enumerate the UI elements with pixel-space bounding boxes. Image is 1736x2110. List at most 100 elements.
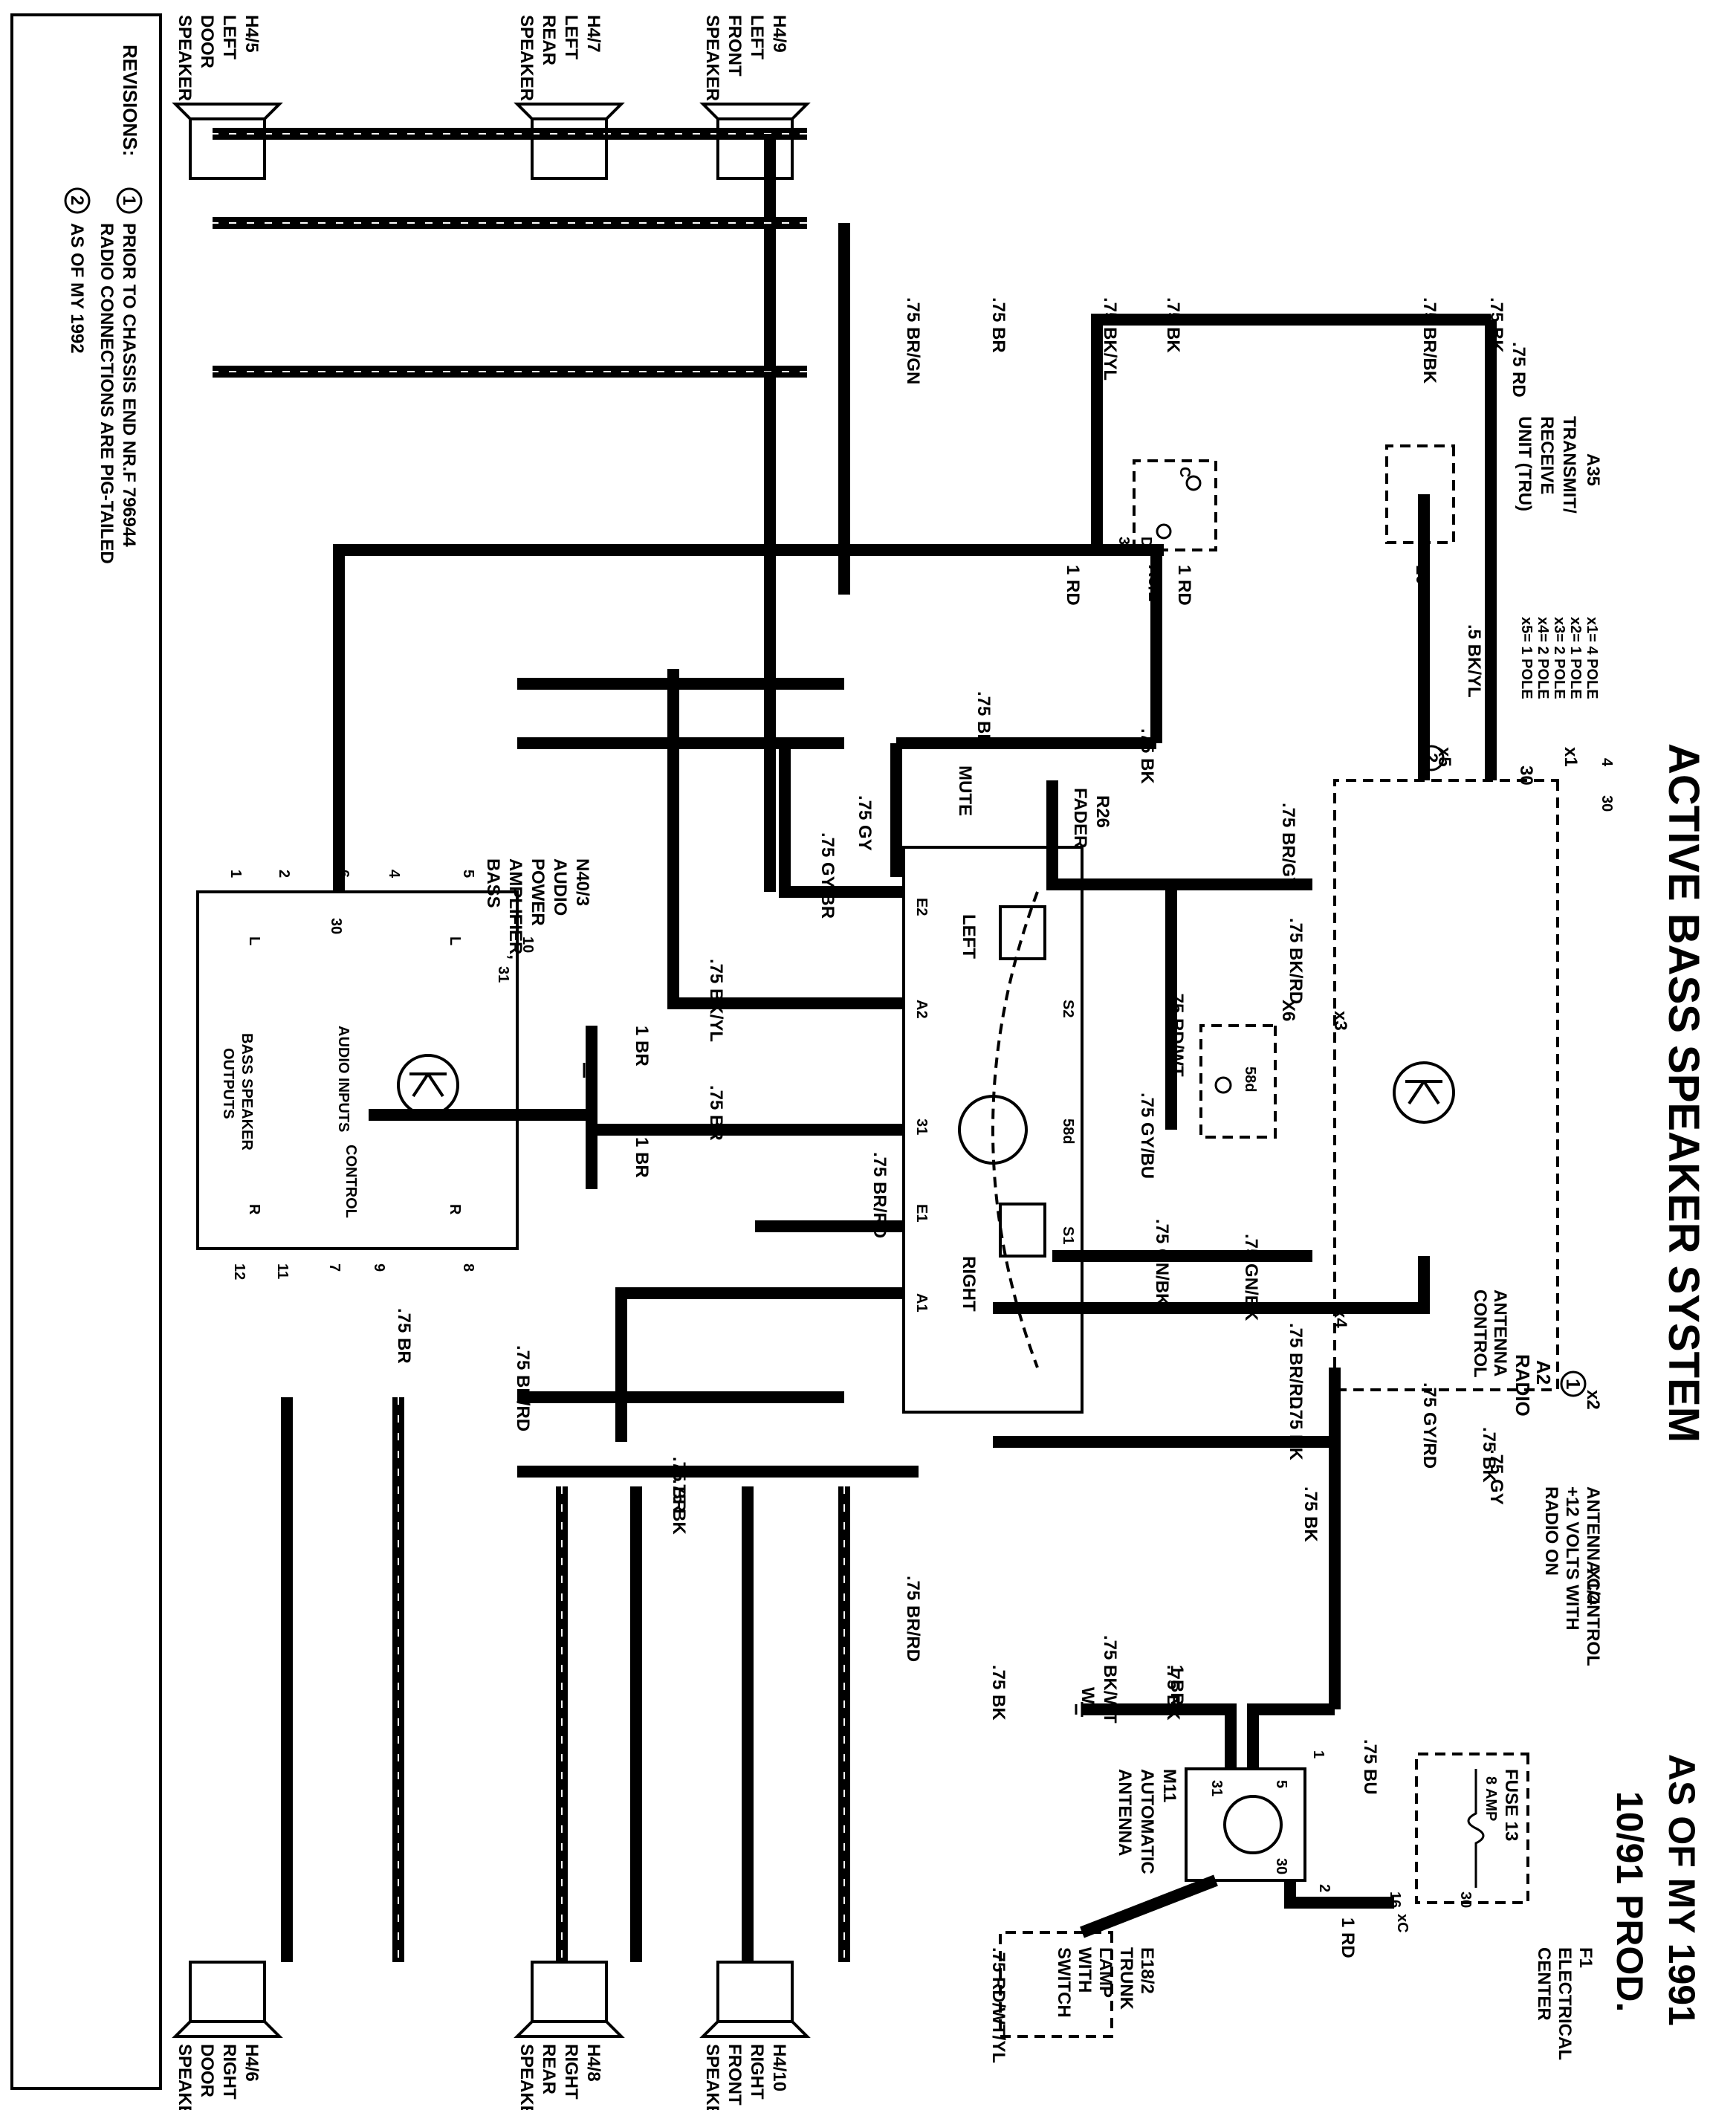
wire-labels: .75 RD 1 RD 1 RD .5 BK/YL .75 BK .75 BR … <box>394 297 1529 2063</box>
pin-x1-4: 4 <box>1599 758 1615 767</box>
fuse-label-name: FUSE 13 <box>1501 1769 1521 1841</box>
wl-left-minus: .75 BK <box>1137 728 1157 784</box>
fader-pin-e2: E2 <box>913 898 930 916</box>
spk-rr-l3: SPEAKER <box>516 2044 537 2110</box>
amp-line-3: AMPLIFIER, <box>505 858 525 959</box>
spk-lf-l3: SPEAKER <box>702 15 722 101</box>
fuse-amp: 8 AMP <box>1483 1776 1499 1821</box>
fader-pin-e1: E1 <box>913 1204 930 1222</box>
legend-x2: x2= 1 POLE <box>1567 617 1584 699</box>
spk-rd-l1: RIGHT <box>219 2044 239 2100</box>
wl-br-rd-amp: .75 BR/RD <box>513 1345 533 1431</box>
revisions-box <box>10 13 162 2090</box>
antenna-note-1: ANTENNA CONTROL <box>1583 1486 1603 1666</box>
amp-pin-9: 9 <box>371 1263 387 1272</box>
fuse-box <box>1415 1753 1529 1904</box>
radio-control-label: CONTROL <box>1470 1289 1490 1378</box>
fader-pin-s2: S2 <box>1060 1000 1076 1017</box>
legend-x4: x4= 2 POLE <box>1535 617 1551 699</box>
date-line-1: AS OF MY 1991 <box>1661 1754 1703 2026</box>
conn-x3: x3 <box>1330 1011 1350 1031</box>
x6-box <box>1199 1024 1277 1139</box>
fader-pin-31: 31 <box>913 1119 930 1135</box>
spk-rr-l2: REAR <box>539 2044 559 2094</box>
wl-bu: .75 BU <box>1360 1739 1380 1795</box>
wire-right-minus <box>993 1256 1430 1314</box>
wl-gnd-br-c: .75 BR <box>706 1085 726 1141</box>
wl-rd-plus: .75 GY/RD <box>1419 1382 1439 1469</box>
antenna-pin-5: 5 <box>1273 1780 1289 1788</box>
revision-2-text: AS OF MY 1992 <box>67 223 87 354</box>
wire-antenna-30 <box>1284 1880 1394 1909</box>
speaker-right-rear: H4/8 RIGHT REAR SPEAKER <box>514 1961 625 2110</box>
wl-lf-minus: .75 BR <box>988 297 1008 353</box>
wl-bk-yl: .75 BK/YL <box>706 959 726 1042</box>
amp-transistor-symbol <box>409 1072 447 1098</box>
wl-rr-minus: .75 BK <box>1163 1665 1183 1721</box>
trunk-lamp-label: E18/2 TRUNK LAMP WITH SWITCH <box>1054 1947 1157 2018</box>
wl-1-rd-b: 1 RD <box>1063 565 1083 606</box>
wl-lr-plus: .75 BK/YL <box>1100 297 1120 381</box>
fader-label: R26 FADER <box>1070 788 1112 848</box>
x51-box <box>1133 459 1217 551</box>
wl-1-rd-a: 1 RD <box>1174 565 1194 606</box>
wl-tru-mute: .5 BK/YL <box>1464 624 1484 698</box>
wl-rd-minus: .75 GY <box>1486 1449 1506 1505</box>
wire-1-br-gnd <box>369 1026 597 1189</box>
diagram-title: ACTIVE BASS SPEAKER SYSTEM <box>1659 743 1708 1443</box>
revision-1-text-2: RADIO CONNECTIONS ARE PIG-TAILED <box>97 223 117 564</box>
connector-legend: x1= 4 POLE x2= 1 POLE x3= 2 POLE x4= 2 P… <box>1518 617 1600 699</box>
wl-br-amp: .75 BR <box>394 1308 414 1364</box>
spk-rf-l2: FRONT <box>725 2044 745 2106</box>
antenna-note-3: RADIO ON <box>1541 1486 1561 1576</box>
revision-2-marker: 2 <box>67 195 87 205</box>
radio-mute-label: MUTE <box>955 766 975 816</box>
wl-br-rd-fader: .75 BR/RD <box>869 1152 890 1238</box>
spk-lf-l1: LEFT <box>747 15 767 59</box>
radio-transistor-icon <box>1393 1061 1455 1124</box>
date-line-2: 10/91 PROD. <box>1609 1791 1651 2012</box>
rotated-diagram: ACTIVE BASS SPEAKER SYSTEM AS OF MY 1991… <box>10 13 1708 2110</box>
wl-w6-br: 1 BR <box>1167 1665 1187 1706</box>
antenna-pin-2: 2 <box>1316 1884 1332 1892</box>
spk-lr-l2: REAR <box>539 15 559 65</box>
fuse-connector: xC <box>1394 1914 1410 1933</box>
tru-label: A35 TRANSMIT/ RECEIVE UNIT (TRU) 10 <box>1412 416 1603 585</box>
wl-75-rd: .75 RD <box>1509 342 1529 398</box>
fuse-label: FUSE 13 8 AMP F1 ELECTRICAL CENTER 30 16… <box>1387 1769 1596 2060</box>
speaker-left-front: H4/9 LEFT FRONT SPEAKER <box>699 15 811 180</box>
conn-x1: x1 <box>1561 747 1581 767</box>
wl-gn-bk-a: .75 GN/BK <box>1152 1219 1172 1307</box>
amplifier-label: N40/3 AUDIO POWER AMPLIFIER, BASS AUDIO … <box>220 858 592 1218</box>
spk-lf-id: H4/9 <box>769 15 789 53</box>
wire-left-minus <box>890 550 1162 877</box>
radio-right-label: RIGHT <box>959 1256 979 1312</box>
amp-line-4: BASS <box>483 858 503 908</box>
amp-pin-4: 4 <box>386 870 402 878</box>
conn-x14: X1/4 <box>1583 1568 1603 1605</box>
wl-ld-minus: .75 BK <box>1486 297 1506 353</box>
wl-rd-wt: .75 RD/WT <box>1167 988 1187 1077</box>
radio-id: A2 <box>1532 1360 1555 1385</box>
antenna-pin-1: 1 <box>1310 1750 1327 1758</box>
speaker-left-rear: H4/7 LEFT REAR SPEAKER <box>514 15 625 180</box>
trunk-line-3: WITH <box>1075 1947 1095 1993</box>
wl-ant-bk2: .75 BK <box>1479 1427 1499 1483</box>
antenna-motor-icon <box>1223 1795 1283 1854</box>
wl-trunk: .75 RD/WT/YL <box>988 1947 1008 2063</box>
fader-name: FADER <box>1070 788 1090 848</box>
fuse-line-1: ELECTRICAL <box>1555 1947 1575 2060</box>
amp-id: N40/3 <box>572 858 592 906</box>
revision-1-text: PRIOR TO CHASSIS END NR.F 796944 <box>119 223 139 547</box>
wl-gnd-br-b: 1 BR <box>632 1137 652 1178</box>
amp-control-label: CONTROL <box>343 1145 359 1218</box>
antenna-pin-31: 31 <box>1208 1780 1225 1796</box>
spk-rr-l1: RIGHT <box>561 2044 581 2100</box>
fader-pot-e1 <box>999 1203 1046 1258</box>
spk-lr-id: H4/7 <box>583 15 603 53</box>
radio-pin-30: 30 <box>1516 766 1536 786</box>
wl-br-rd: .75 BR/RD <box>1286 1323 1306 1409</box>
amp-pol-r1: R <box>447 1204 463 1215</box>
amp-pin-2: 2 <box>276 870 292 878</box>
x6-58d: 58d <box>1242 1067 1258 1092</box>
